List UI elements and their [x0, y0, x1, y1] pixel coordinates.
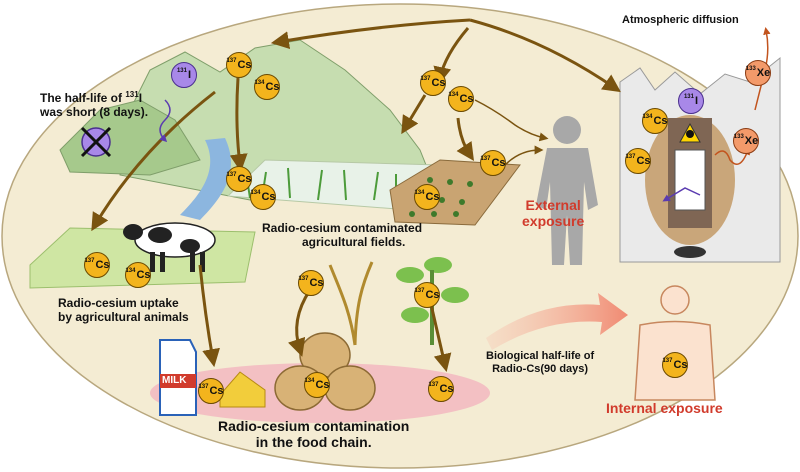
uptake-line1: Radio-cesium uptake	[58, 296, 179, 310]
uptake-label: Radio-cesium uptake by agricultural anim…	[58, 296, 189, 325]
milk-label: MILK	[162, 375, 187, 386]
atmospheric-diffusion-label: Atmospheric diffusion	[622, 14, 739, 26]
cheese-icon	[219, 371, 266, 408]
contaminated-fields-line1: Radio-cesium contaminated	[262, 221, 423, 235]
rice-plant-icon	[328, 261, 374, 346]
rice-bale-icon	[274, 332, 376, 411]
iodine-halflife-element: I	[138, 91, 143, 105]
contaminated-fields-label: Radio-cesium contaminated agricultural f…	[262, 221, 423, 250]
human-silhouette-icon	[536, 116, 598, 265]
bio-halflife-line1: Biological half-life of	[486, 350, 595, 362]
mountain-landscape	[59, 39, 431, 220]
uptake-line2: by agricultural animals	[58, 309, 189, 324]
radiation-icon	[686, 130, 694, 138]
internal-exposure-label: Internal exposure	[606, 400, 723, 416]
food-chain-label: Radio-cesium contamination in the food c…	[218, 418, 409, 450]
food-chain-line2: in the food chain.	[255, 434, 372, 451]
milk-carton-icon	[159, 339, 197, 416]
cow-icon	[123, 222, 216, 272]
bio-halflife-line2: Radio-Cs(90 days)	[492, 362, 589, 375]
iodine-halflife-line2: was short (8 days).	[40, 104, 149, 119]
transfer-arrow	[486, 293, 628, 350]
decayed-iodine-icon	[80, 126, 112, 158]
pathway-arrows	[91, 18, 621, 373]
food-chain-line1: Radio-cesium contamination	[218, 418, 410, 434]
iodine-halflife-prefix: The half-life of	[40, 91, 126, 105]
iodine-halflife-mass: 131	[125, 90, 139, 99]
iodine-halflife-label: The half-life of 131I was short (8 days)…	[40, 90, 148, 120]
external-line1: External	[525, 197, 581, 213]
bio-halflife-label: Biological half-life of Radio-Cs(90 days…	[486, 350, 594, 375]
contaminated-fields-line2: agricultural fields.	[302, 234, 406, 249]
external-line2: exposure	[522, 213, 585, 230]
external-exposure-label: External exposure	[522, 197, 584, 229]
